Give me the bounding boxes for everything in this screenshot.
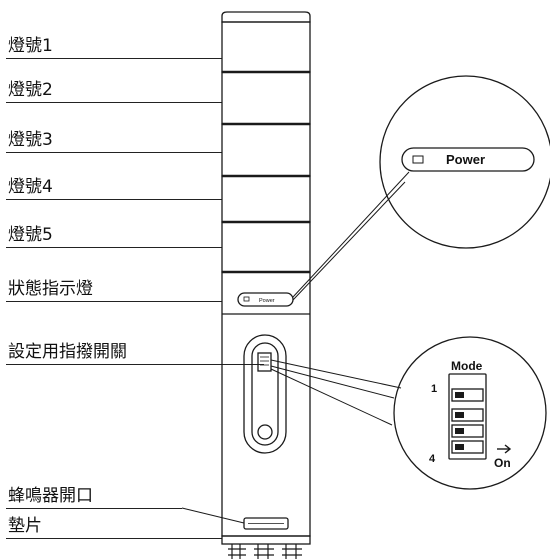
dip-knob-2 [455, 412, 464, 418]
label-light-3: 燈號3 [8, 130, 53, 150]
tower-cap [221, 11, 311, 23]
leader-light-4 [6, 199, 222, 200]
dip-switch-block [448, 373, 487, 460]
label-light-1: 燈號1 [8, 36, 53, 56]
light-module-1 [221, 21, 311, 73]
label-gasket: 墊片 [8, 516, 42, 536]
leader-light-1 [6, 58, 222, 59]
light-module-2 [221, 71, 311, 125]
dip-slot-1 [451, 388, 484, 402]
label-light-4: 燈號4 [8, 177, 53, 197]
light-module-5 [221, 221, 311, 273]
mounting-feet [228, 544, 302, 559]
dip-index-last: 4 [429, 453, 436, 465]
dip-mode-title: Mode [451, 359, 483, 373]
power-magnifier [379, 75, 550, 249]
label-buzzer-opening: 蜂鳴器開口 [8, 486, 93, 506]
dip-switch-small [257, 352, 272, 372]
power-callout-text: Power [446, 152, 485, 167]
label-dip-switch: 設定用指撥開關 [8, 342, 127, 362]
label-status-light: 狀態指示燈 [8, 279, 93, 299]
light-module-3 [221, 123, 311, 177]
buzzer-opening [243, 517, 289, 530]
dip-knob-3 [455, 428, 464, 434]
leader-gasket [6, 538, 222, 539]
dip-slot-3 [451, 424, 484, 438]
light-module-4 [221, 175, 311, 223]
dip-window-inner [251, 342, 279, 446]
leader-dip-switch [6, 364, 264, 365]
leader-light-5 [6, 247, 222, 248]
dip-knob-4 [455, 444, 464, 450]
dip-knob-1 [455, 392, 464, 398]
dip-slot-2 [451, 408, 484, 422]
leader-light-2 [6, 102, 222, 103]
leader-status-light [6, 301, 222, 302]
dip-window-outer [243, 334, 287, 454]
tower-base [221, 271, 311, 537]
label-light-5: 燈號5 [8, 225, 53, 245]
dip-slot-4 [451, 440, 484, 454]
status-indicator-text: Power [259, 298, 275, 304]
dip-magnifier [393, 336, 547, 490]
leader-buzzer-opening [6, 508, 182, 509]
dip-index-first: 1 [431, 383, 437, 395]
gasket [221, 535, 311, 545]
label-light-2: 燈號2 [8, 80, 53, 100]
power-callout-pill [401, 147, 535, 172]
leader-light-3 [6, 152, 222, 153]
dip-on-label: On [494, 456, 511, 470]
